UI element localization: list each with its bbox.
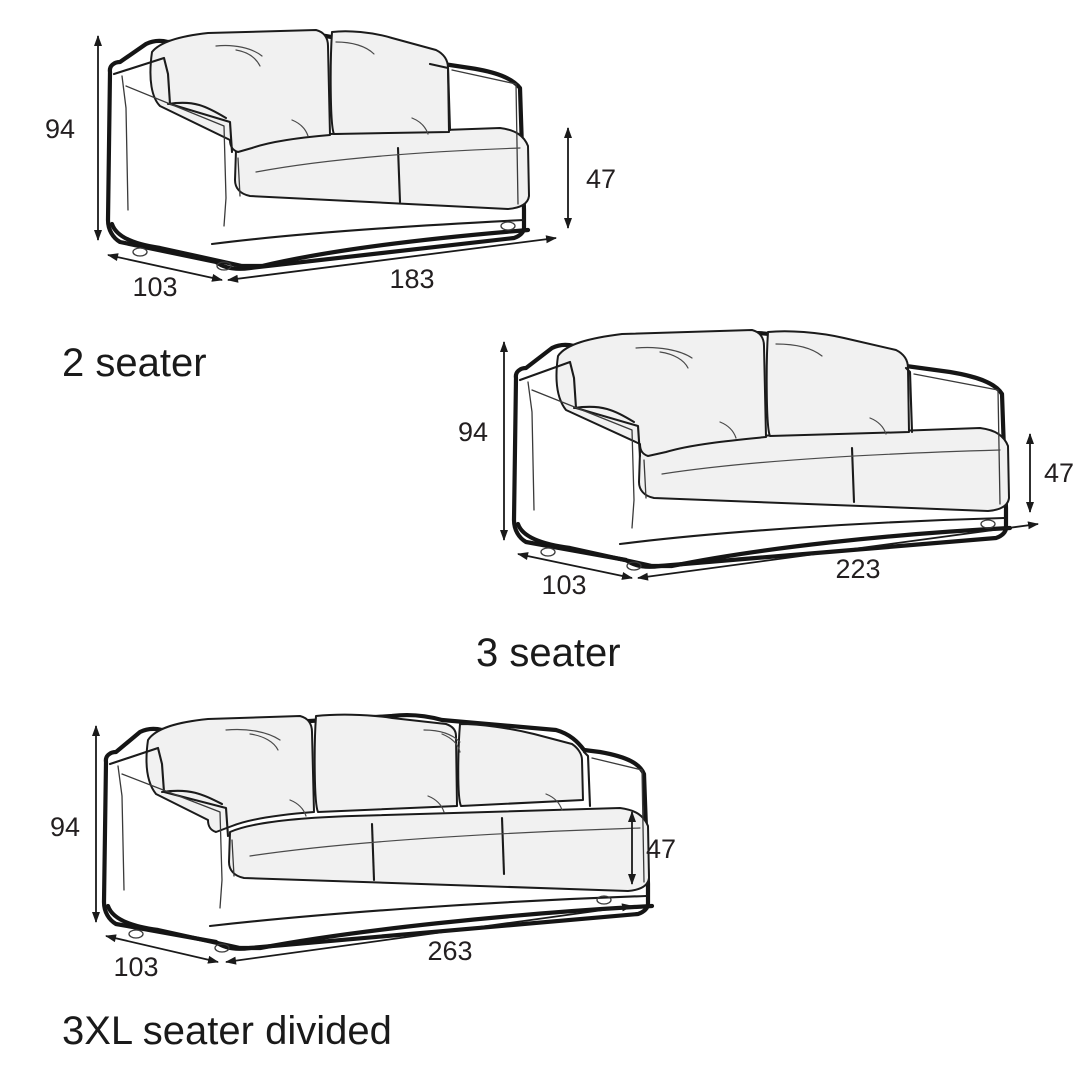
dimension-line-depth [105, 934, 219, 964]
seat-side-flap [231, 839, 235, 877]
seat-front-seam [249, 827, 641, 857]
cushion-crease [291, 119, 309, 137]
seat-cushion-divider [850, 446, 856, 504]
caption-three-seater: 3 seater [476, 631, 621, 675]
cushion-crease [659, 351, 689, 369]
back-cushion-left-two-seater [149, 29, 331, 153]
cushion-crease [427, 795, 445, 813]
caption-three-xl-seater-divided: 3XL seater divided [62, 1009, 392, 1053]
sofa-drawing-three-seater: 94 103 223 47 3 seater [458, 329, 1074, 675]
dimension-line-width [227, 235, 557, 283]
arm-panel-right [591, 757, 645, 883]
seat-front-seam [661, 449, 1001, 475]
cushion-crease [225, 728, 281, 741]
arm-inner-line-right [582, 750, 592, 808]
cushion-crease [423, 729, 461, 743]
back-cushion-right-two-seater [329, 30, 450, 135]
dimension-value-height: 94 [50, 812, 80, 842]
arm-inner-line-left-2 [121, 75, 129, 211]
dimension-value-seat-height: 47 [586, 164, 616, 194]
arm-inner-line-left [112, 56, 234, 154]
back-cushion-left-xl [145, 715, 315, 833]
arm-panel-left [125, 85, 227, 227]
seat-side-flap [643, 459, 647, 499]
dimension-value-width: 263 [427, 936, 472, 966]
sofa-foot [500, 221, 516, 231]
dimension-line-width [637, 521, 1039, 581]
arm-panel-left [121, 773, 223, 909]
arm-panel-left [531, 389, 635, 529]
cushion-crease [719, 421, 737, 439]
arm-panel-right [451, 69, 519, 205]
cushion-crease [335, 41, 375, 55]
dimension-line-depth [517, 552, 633, 580]
seat-cushion-divider-1 [370, 822, 376, 882]
dimension-value-seat-height: 47 [646, 834, 676, 864]
cushion-crease [441, 733, 461, 753]
seat-side-flap [237, 157, 241, 197]
sofa-foot [128, 929, 144, 939]
sofa-drawing-two-seater: 94 103 183 47 2 seater [45, 29, 616, 385]
cushion-crease [545, 793, 563, 811]
sofa-foot [132, 247, 148, 257]
cushion-crease [411, 117, 429, 135]
seat-front-edge [572, 405, 636, 424]
caption-two-seater: 2 seater [62, 341, 207, 385]
cushion-crease [235, 49, 261, 67]
dimension-value-depth: 103 [113, 952, 158, 982]
dimension-line-width [225, 903, 633, 965]
dimension-value-height: 94 [458, 417, 488, 447]
cushion-crease [635, 346, 693, 359]
arm-panel-right [913, 373, 1001, 505]
seat-front-edge [166, 101, 228, 120]
seat-cushion-xl [228, 807, 650, 892]
arm-inner-line-left [518, 360, 642, 458]
sofa-foot [540, 547, 556, 557]
arm-inner-line-left [108, 746, 230, 838]
sofa-drawing-three-xl-seater-divided: 94 103 263 47 3XL seater divided [50, 712, 676, 1053]
seat-cushion-divider [396, 146, 402, 204]
seat-cushion-divider-2 [500, 816, 506, 876]
arm-inner-line-right [428, 62, 452, 132]
seat-front-edge [160, 789, 224, 806]
back-cushion-middle-xl [313, 713, 458, 813]
cushion-crease [869, 417, 887, 435]
arm-inner-line-right [904, 366, 914, 434]
back-cushion-right-xl [457, 723, 584, 807]
back-cushion-right-three-seater [765, 330, 910, 437]
dimension-value-seat-height: 47 [1044, 458, 1074, 488]
back-cushion-left-three-seater [555, 329, 767, 457]
dimension-value-width: 183 [389, 264, 434, 294]
dimension-value-depth: 103 [132, 272, 177, 302]
dimension-value-depth: 103 [541, 570, 586, 600]
cushion-crease [775, 343, 823, 357]
seat-front-seam [255, 147, 521, 173]
dimension-value-width: 223 [835, 554, 880, 584]
cushion-crease [215, 44, 263, 57]
dimension-value-height: 94 [45, 114, 75, 144]
cushion-crease [289, 799, 307, 817]
dimension-line-depth [107, 253, 223, 282]
arm-inner-line-left-2 [117, 765, 125, 891]
cushion-crease [249, 733, 279, 751]
arm-inner-line-left-2 [527, 381, 535, 511]
